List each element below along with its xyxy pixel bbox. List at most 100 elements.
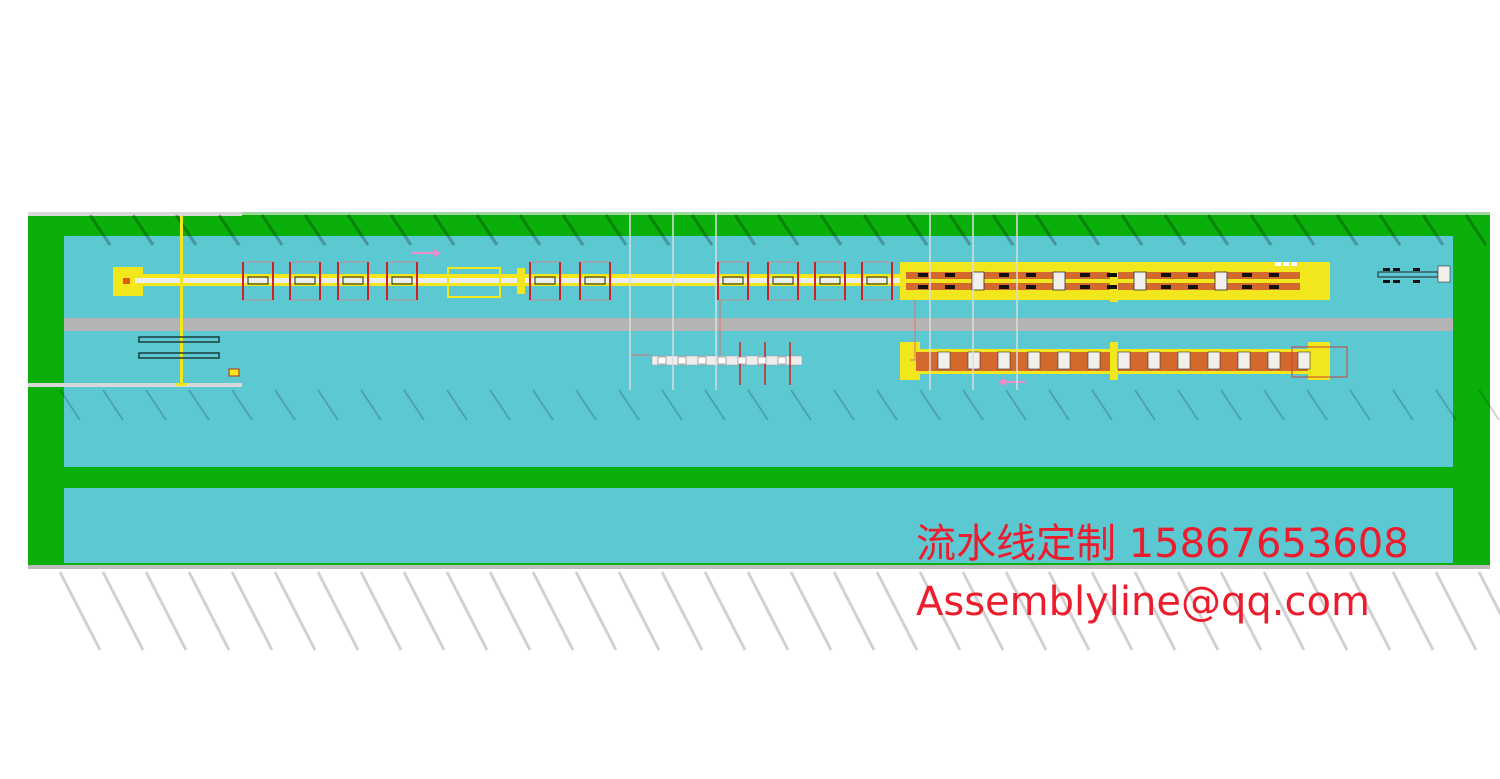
shadow-stripe — [1421, 214, 1445, 246]
carrier — [971, 271, 985, 291]
shadow-stripe — [604, 214, 628, 246]
shadow-stripe — [746, 571, 790, 651]
shadow-stripe — [819, 214, 843, 246]
shadow-stripe — [1392, 389, 1414, 421]
wall-bottom-edge — [28, 565, 1490, 569]
shadow-stripe — [862, 214, 886, 246]
shadow-stripe — [875, 571, 919, 651]
pallet — [1207, 351, 1221, 370]
shadow-stripe — [704, 389, 726, 421]
part-box — [777, 356, 787, 365]
workstation — [579, 261, 611, 301]
shadow-stripe — [575, 389, 597, 421]
pallet — [1087, 351, 1101, 370]
wheel-set — [918, 273, 928, 277]
shadow-stripe — [776, 214, 800, 246]
wheel — [1383, 268, 1390, 271]
wheel-set — [1080, 273, 1090, 277]
workstation — [289, 261, 321, 301]
shadow-stripe — [445, 571, 489, 651]
shadow-stripe — [1220, 389, 1242, 421]
wheel-set — [1161, 273, 1171, 277]
shadow-stripe — [1292, 214, 1316, 246]
shadow-stripe — [832, 571, 876, 651]
wheel-set — [1026, 285, 1036, 289]
part-box — [717, 356, 727, 365]
shadow-stripe — [360, 389, 382, 421]
shadow-stripe — [102, 389, 124, 421]
left-door-bottom — [28, 383, 242, 387]
shadow-stripe — [1163, 214, 1187, 246]
shadow-stripe — [274, 389, 296, 421]
shadow-stripe — [488, 571, 532, 651]
shadow-stripe — [403, 389, 425, 421]
shadow-stripe — [661, 389, 683, 421]
shadow-stripe — [1176, 571, 1220, 651]
gantry-crane — [180, 216, 183, 386]
workstation — [767, 261, 799, 301]
shadow-stripe — [58, 571, 102, 651]
shadow-stripe — [1349, 389, 1371, 421]
part-box — [677, 356, 687, 365]
wheel-set — [1242, 273, 1252, 277]
shadow-stripe — [561, 214, 585, 246]
wheel-set — [918, 285, 928, 289]
workstation — [717, 261, 749, 301]
shadow-stripe — [101, 571, 145, 651]
shadow-stripe — [1348, 571, 1392, 651]
shadow-stripe — [346, 214, 370, 246]
shadow-stripe — [948, 214, 972, 246]
cart-box — [1437, 265, 1451, 283]
shadow-stripe — [1206, 214, 1230, 246]
shadow-stripe — [703, 571, 747, 651]
building-outside-shadows — [58, 571, 1500, 651]
wheel-set — [1269, 285, 1279, 289]
wheel-set — [1188, 273, 1198, 277]
shadow-stripe — [574, 571, 618, 651]
shadow-stripe — [432, 214, 456, 246]
part-box — [657, 356, 667, 365]
shadow-stripe — [1477, 571, 1500, 617]
forklift — [228, 368, 240, 377]
workstation — [337, 261, 369, 301]
shadow-stripe — [647, 214, 671, 246]
workstation — [242, 261, 274, 301]
shadow-stripe — [876, 389, 898, 421]
shadow-stripe — [518, 214, 542, 246]
wheel-set — [999, 285, 1009, 289]
shadow-stripe — [690, 214, 714, 246]
shadow-stripe — [733, 214, 757, 246]
roof-shadows — [59, 214, 1500, 421]
pallet — [967, 351, 981, 370]
aisle — [64, 318, 1453, 331]
shadow-stripe — [316, 571, 360, 651]
shadow-stripe — [1435, 389, 1457, 421]
pallet — [1147, 351, 1161, 370]
shadow-stripe — [1133, 571, 1177, 651]
wheel — [1413, 280, 1420, 283]
shadow-stripe — [1378, 214, 1402, 246]
contact-phone-text: 流水线定制 15867653608 — [916, 521, 1409, 567]
wheel — [1383, 280, 1390, 283]
shadow-stripe — [618, 389, 640, 421]
shadow-stripe — [617, 571, 661, 651]
lower-assembly-line — [900, 342, 1348, 386]
shadow-stripe — [273, 571, 317, 651]
wheel-set — [945, 273, 955, 277]
pallet — [997, 351, 1011, 370]
wheel — [1413, 268, 1420, 271]
shadow-stripe — [131, 214, 155, 246]
shadow-stripe — [1249, 214, 1273, 246]
shadow-stripe — [144, 571, 188, 651]
small-box — [1275, 262, 1281, 266]
shadow-stripe — [1134, 389, 1156, 421]
shadow-stripe — [446, 389, 468, 421]
pallet — [1237, 351, 1251, 370]
carrier — [1133, 271, 1147, 291]
part-box — [697, 356, 707, 365]
finished-product-carts — [1275, 262, 1451, 283]
shadow-stripe — [790, 389, 812, 421]
shadow-stripe — [231, 389, 253, 421]
workstation — [529, 261, 561, 301]
